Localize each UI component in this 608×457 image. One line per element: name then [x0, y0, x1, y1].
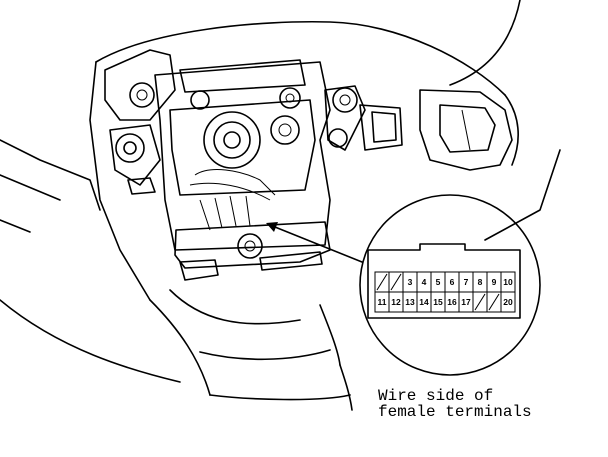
empty-cavity-mark [390, 273, 402, 291]
pin-cavity-14: 14 [416, 291, 432, 313]
pin-cavity-9: 9 [486, 271, 502, 293]
pin-cavity-13: 13 [402, 291, 418, 313]
pin-cavity-5: 5 [430, 271, 446, 293]
pin-cavity-8: 8 [472, 271, 488, 293]
pin-label: 5 [436, 277, 441, 287]
pin-label: 6 [450, 277, 455, 287]
pin-cavity-20: 20 [500, 291, 516, 313]
dashboard-outline [0, 0, 561, 411]
pin-cavity-1 [374, 271, 390, 293]
pin-label: 13 [405, 297, 415, 307]
empty-cavity-mark [474, 293, 486, 311]
pin-cavity-11: 11 [374, 291, 390, 313]
pin-cavity-10: 10 [500, 271, 516, 293]
pin-label: 12 [391, 297, 401, 307]
callout-circle [359, 194, 541, 376]
pin-cavity-18 [472, 291, 488, 313]
pin-cavity-7: 7 [458, 271, 474, 293]
pin-label: 11 [378, 297, 387, 307]
right-spoke [324, 85, 513, 171]
empty-cavity-mark [488, 293, 500, 311]
pin-cavity-6: 6 [444, 271, 460, 293]
pin-label: 14 [419, 297, 429, 307]
pin-label: 8 [478, 277, 483, 287]
pin-cavity-17: 17 [458, 291, 474, 313]
pin-label: 9 [492, 277, 497, 287]
pin-label: 4 [422, 277, 427, 287]
pin-cavity-3: 3 [402, 271, 418, 293]
pin-cavity-15: 15 [430, 291, 446, 313]
pin-label: 7 [464, 277, 469, 287]
callout-leader [266, 222, 363, 263]
pin-cavity-16: 16 [444, 291, 460, 313]
pin-label: 16 [447, 297, 457, 307]
center-hub [154, 59, 331, 281]
caption-line-1: Wire side of [378, 387, 494, 405]
pin-label: 20 [503, 297, 513, 307]
pin-label: 17 [461, 297, 471, 307]
caption: Wire side of female terminals [378, 388, 532, 420]
empty-cavity-mark [376, 273, 388, 291]
pin-label: 10 [503, 277, 513, 287]
pin-cavity-4: 4 [416, 271, 432, 293]
caption-line-2: female terminals [378, 403, 532, 421]
left-spoke [104, 49, 176, 195]
pin-cavity-2 [388, 271, 404, 293]
pin-cavity-12: 12 [388, 291, 404, 313]
pin-label: 3 [408, 277, 413, 287]
pin-cavity-19 [486, 291, 502, 313]
pin-label: 15 [433, 297, 443, 307]
